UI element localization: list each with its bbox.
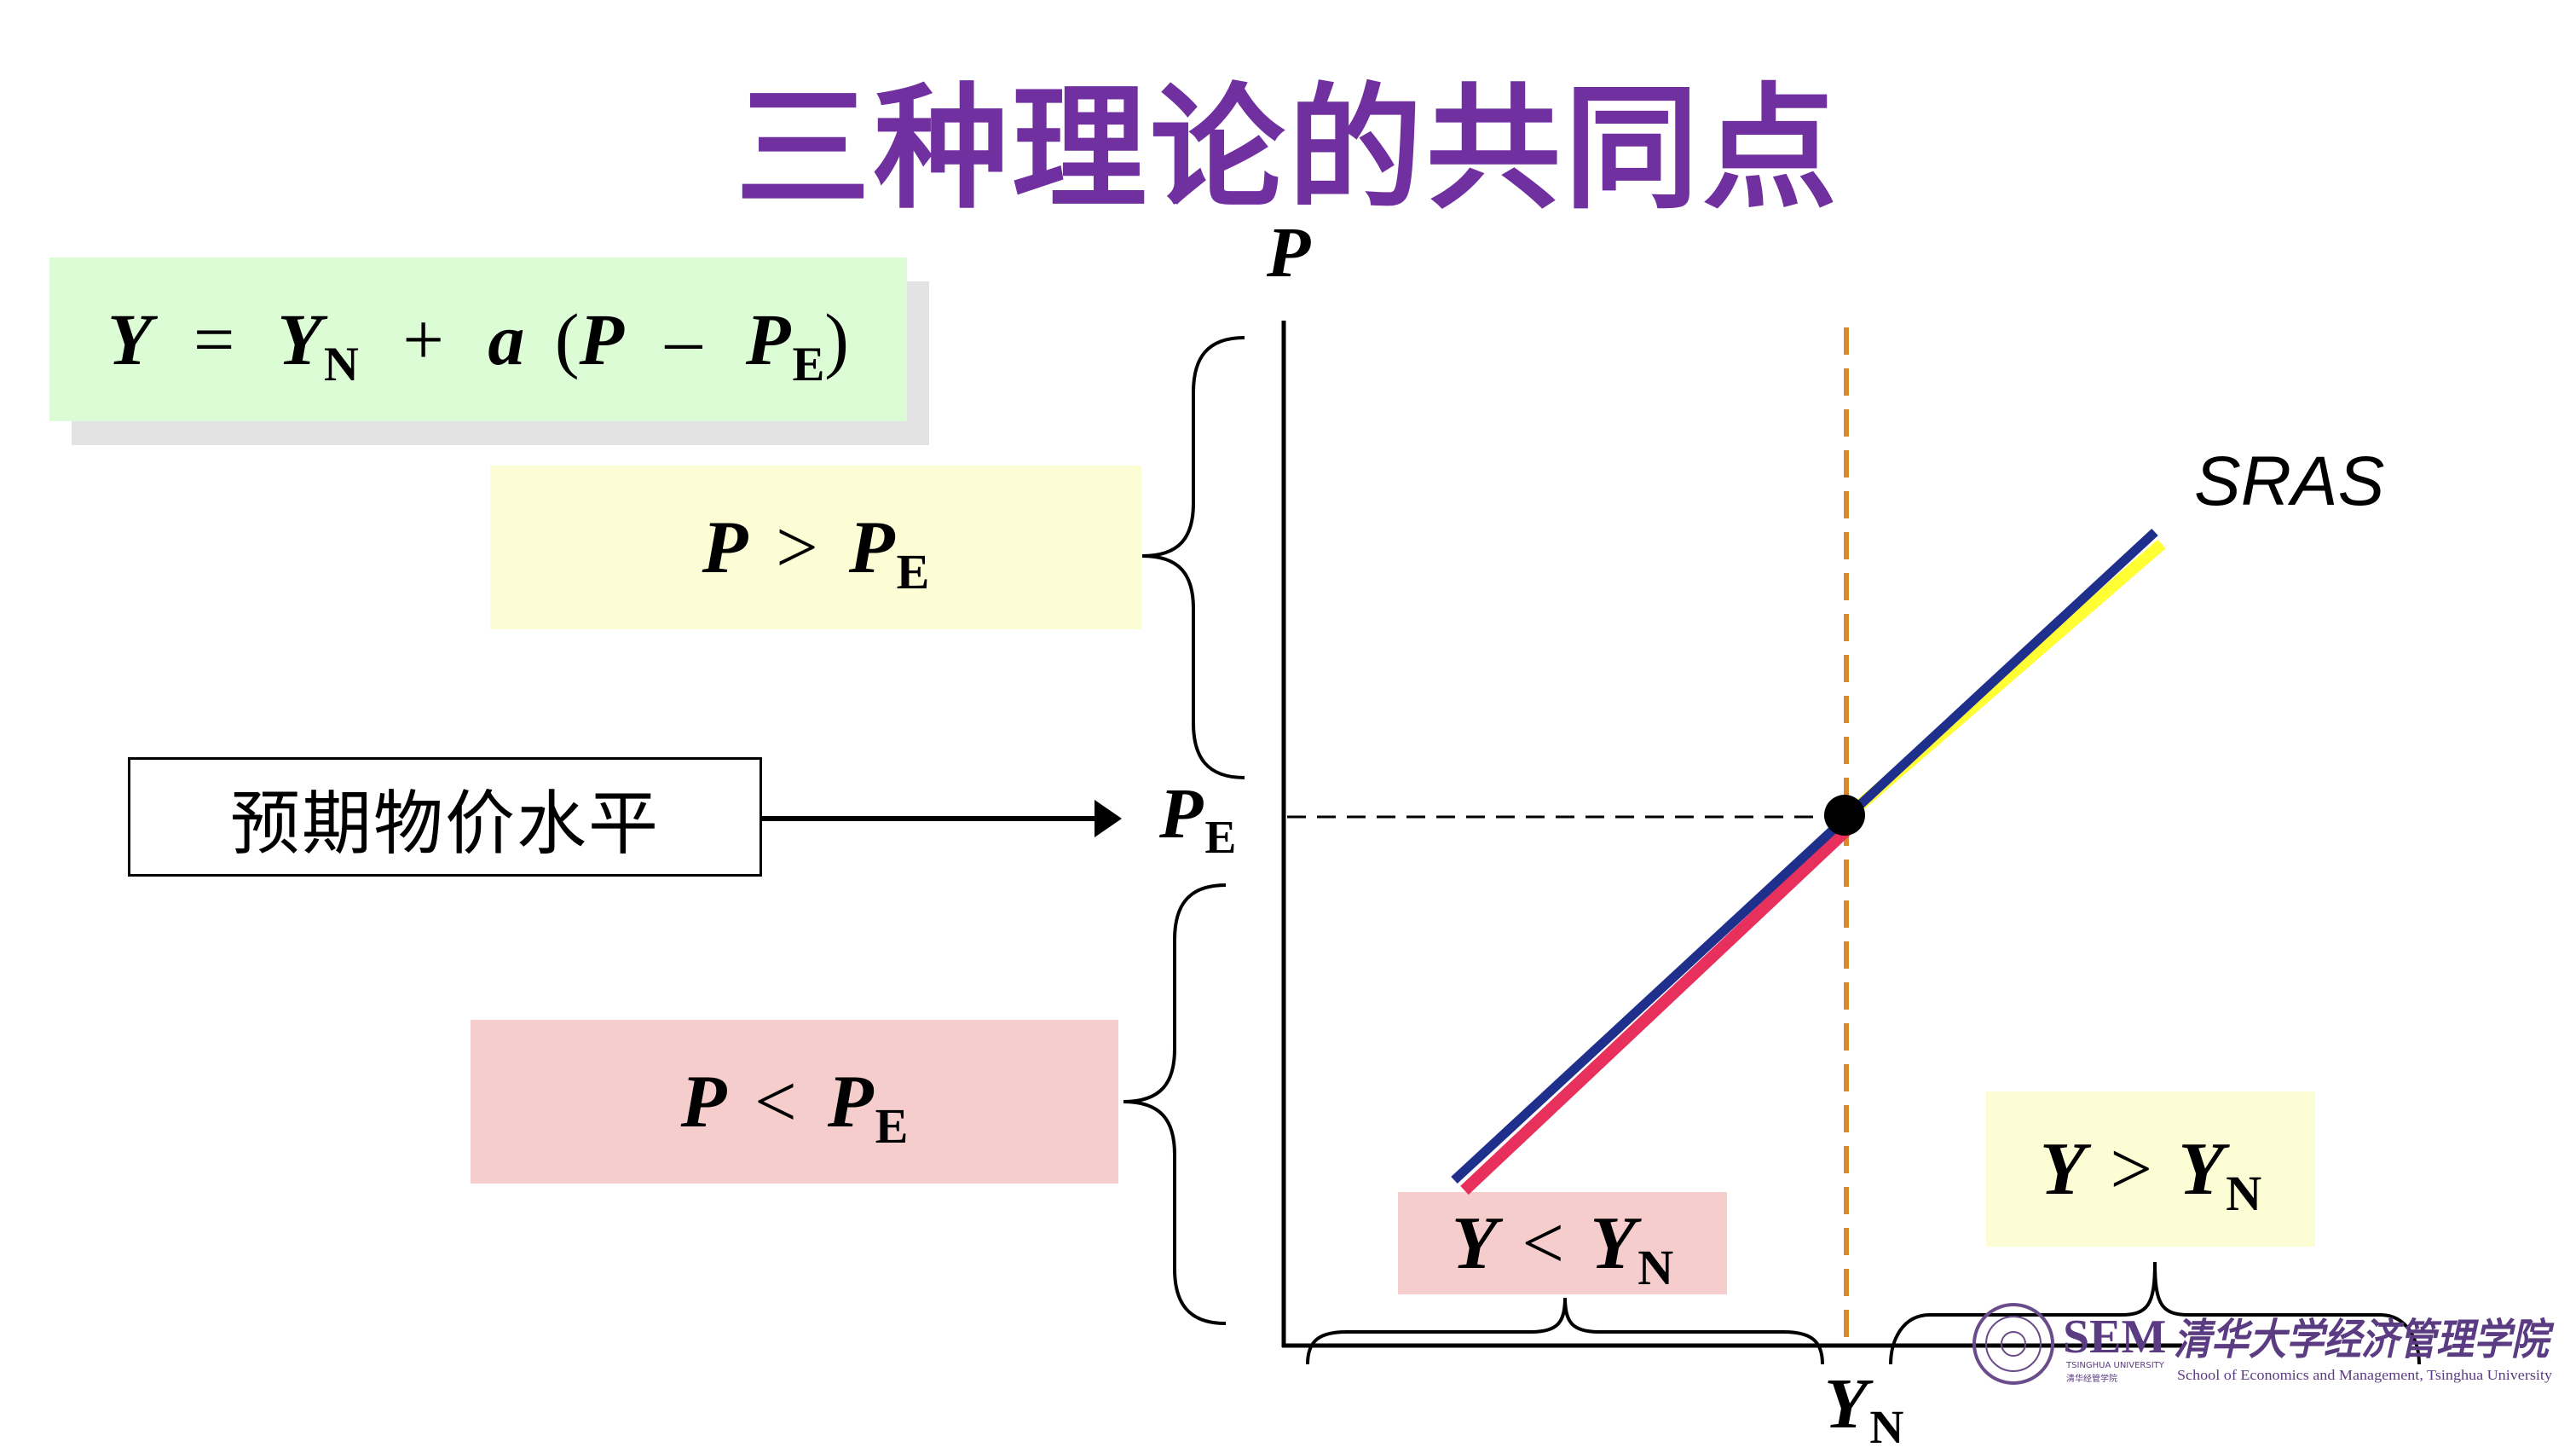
eq-pe-sub: E <box>792 337 825 391</box>
yless-yn-sub: N <box>1637 1239 1674 1295</box>
upper-p: P <box>702 506 746 589</box>
upper-brace <box>1141 336 1245 779</box>
price-above-expected-box: P > PE <box>490 466 1141 629</box>
lower-op: < <box>754 1060 797 1143</box>
ygreater-yn: Y <box>2178 1127 2225 1211</box>
price-above-expected-text: P > PE <box>702 505 930 599</box>
axis-yn: Y <box>1824 1364 1868 1444</box>
price-below-expected-box: P < PE <box>471 1020 1118 1184</box>
lower-p: P <box>680 1060 725 1143</box>
sras-curve <box>1451 528 2158 1184</box>
upper-pe: P <box>848 506 895 589</box>
ygreater-op: > <box>2110 1127 2152 1211</box>
output-above-natural-text: Y > YN <box>2039 1126 2261 1221</box>
eq-rparen: ) <box>824 298 849 380</box>
equilibrium-point <box>1824 795 1865 836</box>
expected-price-arrowhead <box>1095 800 1122 837</box>
upper-pe-sub: E <box>896 543 930 599</box>
tsinghua-seal-core <box>2001 1331 2026 1357</box>
slide-title: 三种理论的共同点 <box>736 71 1840 228</box>
yless-yn: Y <box>1590 1201 1637 1285</box>
expected-price-level-label: 预期物价水平 <box>128 757 762 877</box>
sras-lower-highlight <box>1460 825 1851 1195</box>
lower-pe-sub: E <box>875 1097 909 1154</box>
logo-sem-cn: 清华经管学院 <box>2066 1373 2117 1384</box>
eq-a: a <box>488 298 525 380</box>
eq-y: Y <box>107 298 150 380</box>
price-axis-label: P <box>1267 213 1311 292</box>
price-below-expected-text: P < PE <box>680 1059 909 1154</box>
ygreater-y: Y <box>2039 1127 2083 1211</box>
logo-en-name: School of Economics and Management, Tsin… <box>2177 1367 2553 1383</box>
upper-op: > <box>776 506 818 589</box>
lower-pe: P <box>827 1060 874 1143</box>
output-below-natural-brace <box>1306 1297 1824 1365</box>
eq-yn-sub: N <box>323 337 359 391</box>
tsinghua-seal-icon <box>1972 1303 2054 1385</box>
sras-equation: Y = YN + a (P – PE) <box>107 297 849 391</box>
eq-lparen: ( <box>554 298 580 380</box>
logo-sem: SEM <box>2063 1311 2166 1363</box>
tsinghua-sem-logo: SEM TSINGHUA UNIVERSITY 清华经管学院 清华大学经济管理学… <box>1972 1303 2555 1385</box>
eq-minus: – <box>665 298 702 380</box>
logo-cn-name: 清华大学经济管理学院 <box>2174 1314 2555 1364</box>
output-below-natural-box: Y < YN <box>1398 1192 1727 1295</box>
tsinghua-seal-inner <box>1985 1316 2042 1372</box>
yless-op: < <box>1522 1201 1564 1285</box>
output-below-natural-text: Y < YN <box>1451 1201 1673 1295</box>
eq-equals: = <box>193 298 235 380</box>
eq-plus: + <box>402 298 444 380</box>
yless-y: Y <box>1451 1201 1495 1285</box>
expected-price-axis-label: PE <box>1159 773 1236 863</box>
lower-brace <box>1123 883 1227 1325</box>
natural-output-axis-label: YN <box>1824 1363 1903 1453</box>
logo-sem-en: TSINGHUA UNIVERSITY <box>2065 1361 2165 1370</box>
equation-box: Y = YN + a (P – PE) <box>49 258 907 421</box>
sras-curve-label: SRAS <box>2194 443 2385 520</box>
axis-pe-sub: E <box>1204 811 1237 864</box>
output-above-natural-brace <box>1889 1261 2421 1365</box>
axis-pe: P <box>1159 774 1204 854</box>
eq-p: P <box>579 298 621 380</box>
eq-pe: P <box>745 298 791 380</box>
eq-yn: Y <box>277 298 322 380</box>
output-above-natural-box: Y > YN <box>1986 1091 2315 1247</box>
ygreater-yn-sub: N <box>2226 1165 2262 1221</box>
